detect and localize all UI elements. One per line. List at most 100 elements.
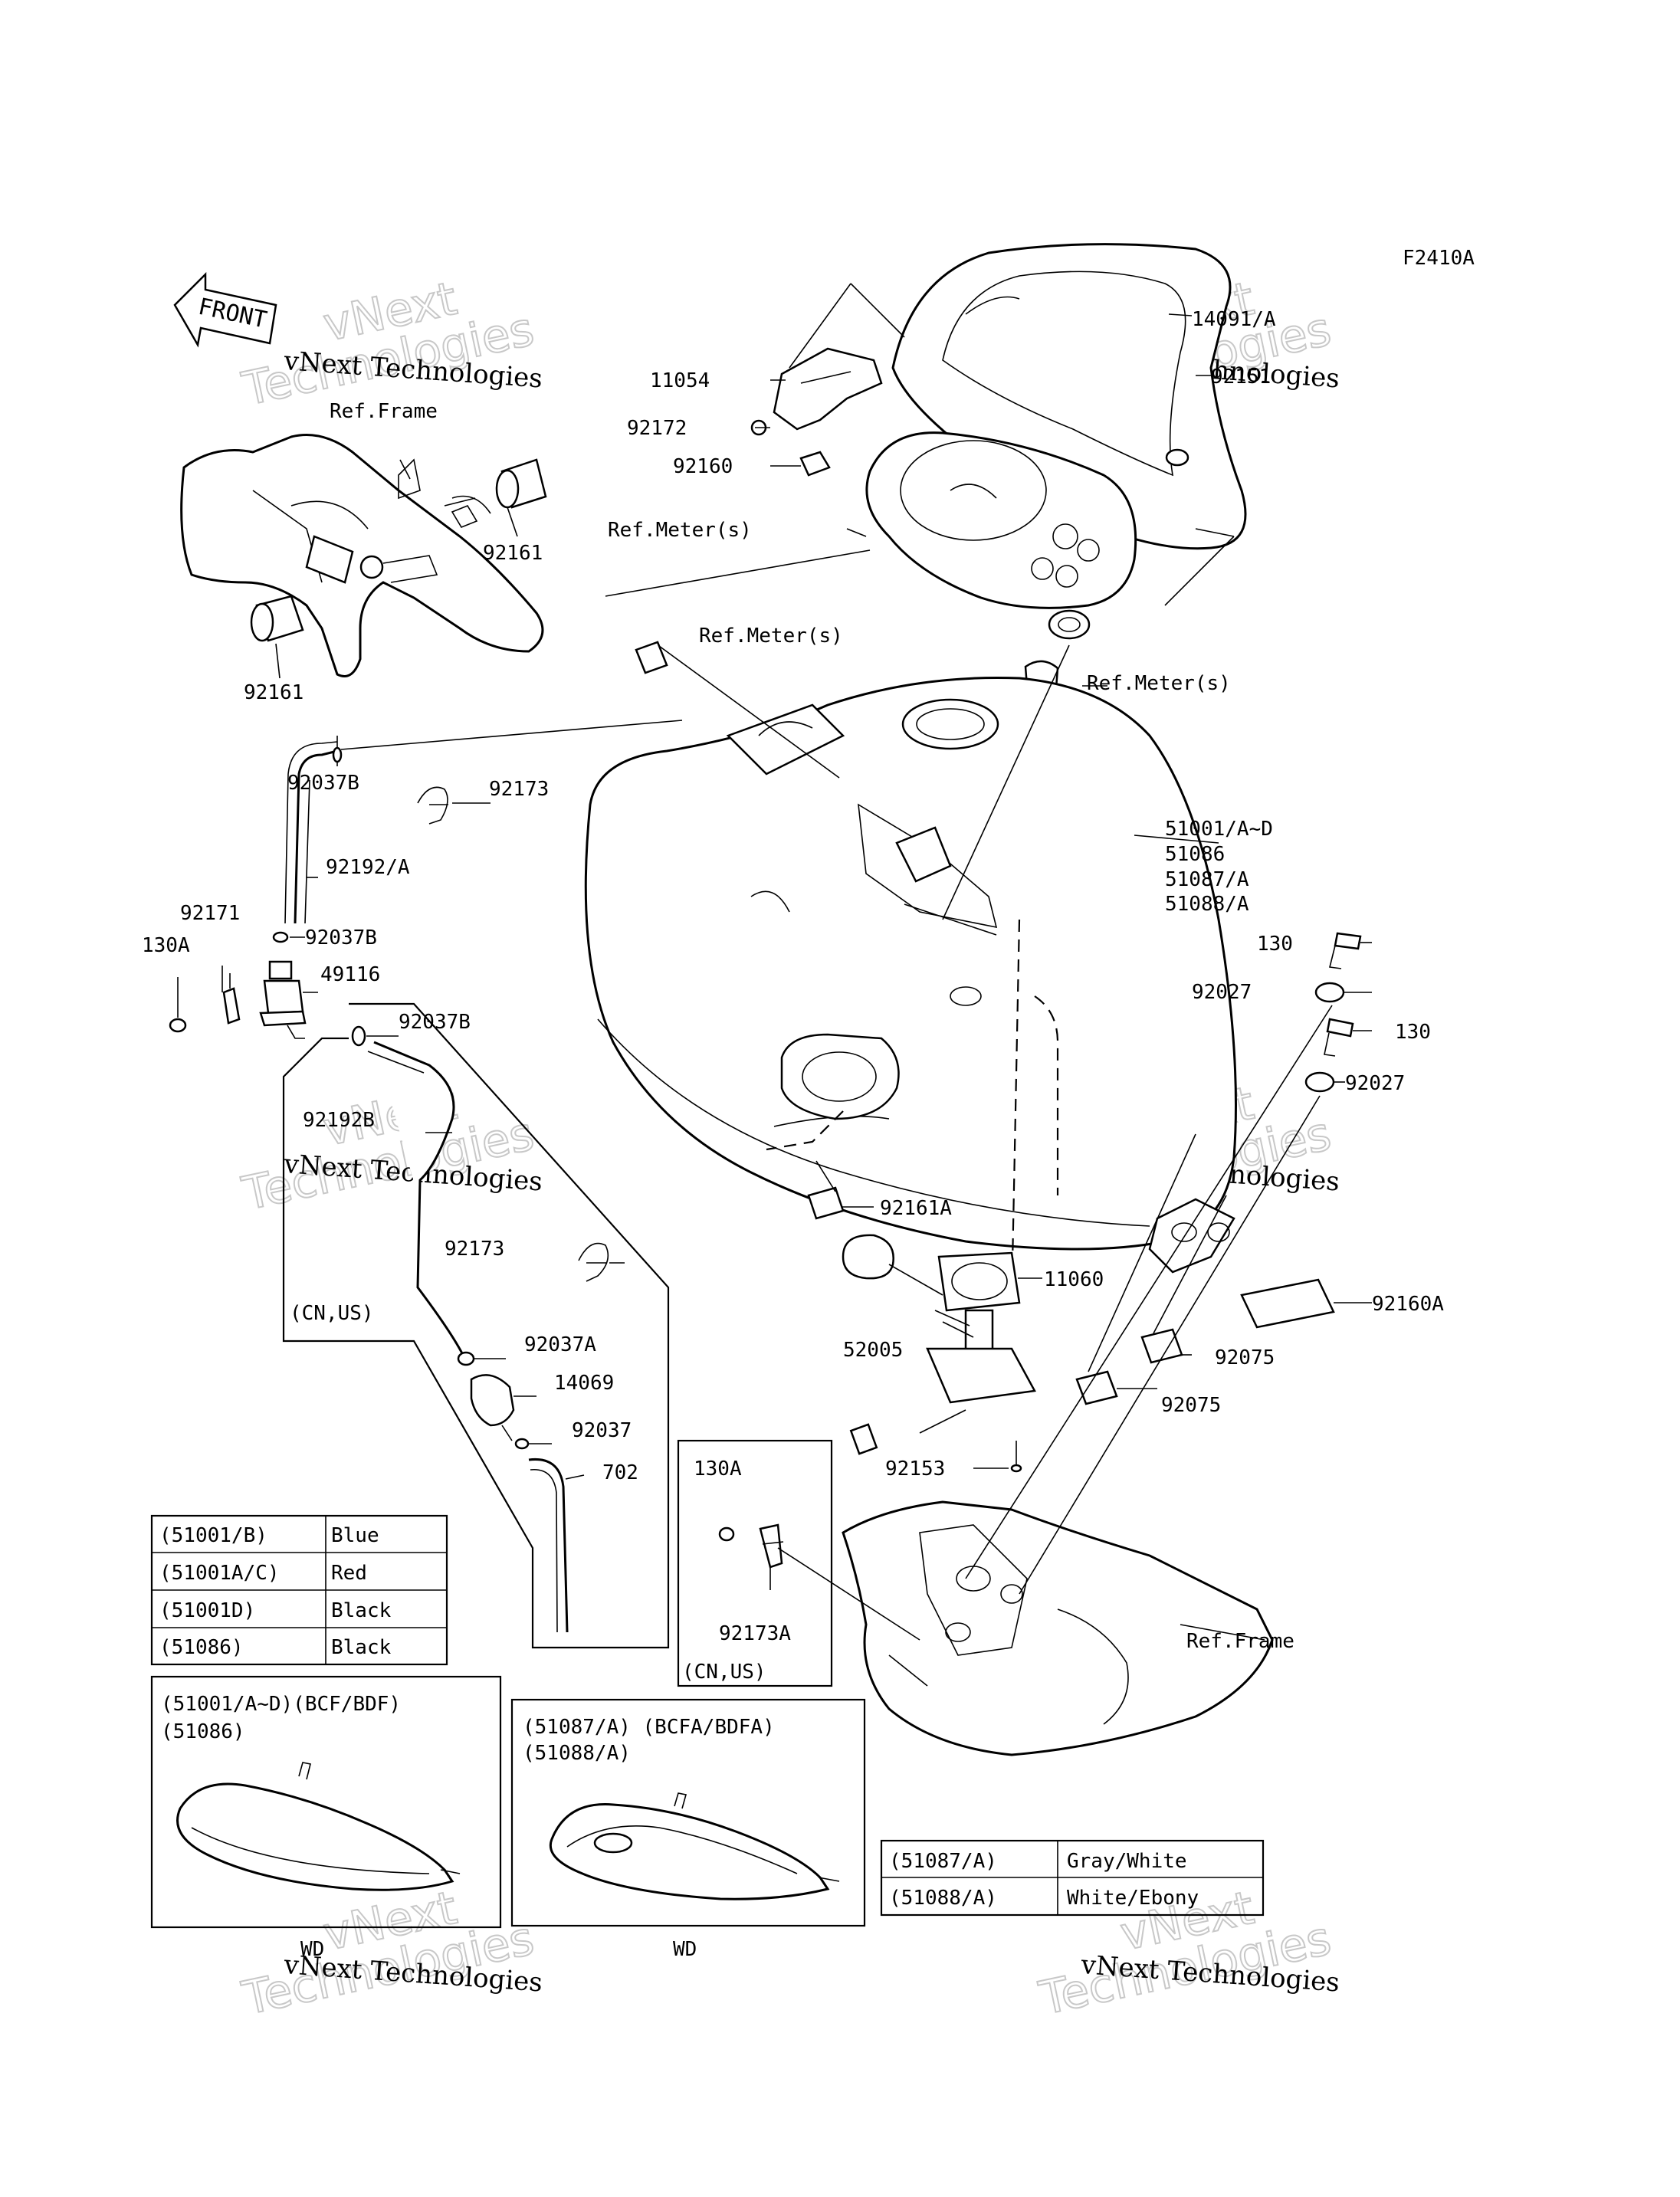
color-table-2: (51087/A) Gray/White (51088/A) White/Ebo… (880, 1839, 1265, 1917)
callout-92027-2: 92027 (1345, 1072, 1405, 1095)
callout-92075-1: 92075 (1215, 1346, 1275, 1369)
clip-92173-lower (578, 1242, 609, 1282)
filter-14069 (470, 1374, 515, 1441)
callout-130-2: 130 (1395, 1021, 1431, 1044)
callout-ref-meter-3: Ref.Meter(s) (1087, 672, 1231, 695)
pad-92160a (1240, 1278, 1335, 1329)
leader-lines (177, 283, 1372, 1641)
callout-92192a: 92192/A (326, 856, 410, 879)
color-table-1-code: (51001D) (159, 1599, 255, 1622)
bracket-11054 (773, 347, 883, 431)
callout-92161-lower: 92161 (244, 681, 304, 704)
damper-92161a (807, 1186, 845, 1220)
callout-92192b: 92192B (303, 1109, 375, 1132)
figure-code: F2410A (1403, 247, 1475, 270)
clip-92173-upper (417, 786, 448, 825)
watermark: Technologies vNext (237, 271, 540, 418)
color-table-1-color: Black (331, 1636, 392, 1659)
callout-92037b-2: 92037B (305, 926, 377, 949)
hose-702 (528, 1458, 569, 1633)
callout-92161-upper: 92161 (483, 542, 543, 565)
callout-92173-lower: 92173 (445, 1238, 504, 1261)
clip-92173a (759, 1523, 784, 1569)
callout-92037a: 92037A (524, 1333, 596, 1356)
callouts: 14091/A 92151 11054 92172 92160 Ref.Mete… (142, 308, 1444, 1684)
callout-51087: 51087/A (1165, 868, 1249, 891)
callout-cn-us-1: (CN,US) (290, 1302, 374, 1325)
callout-92037: 92037 (572, 1419, 632, 1442)
callout-51088: 51088/A (1165, 893, 1249, 916)
frame-top-left-illustration (180, 434, 544, 677)
color-table-2-color: Gray/White (1067, 1850, 1187, 1873)
callout-92173a: 92173A (719, 1622, 791, 1645)
fuel-tank-51001 (584, 676, 1237, 1303)
callout-702: 702 (602, 1461, 638, 1484)
variant-box-1: (51001/A~D)(BCF/BDF) (51086) WD (150, 1675, 502, 1961)
variant-box-2-line2: (51088/A) (523, 1742, 631, 1765)
callout-130a-2: 130A (694, 1458, 742, 1481)
fuel-pump-52005 (842, 1234, 1036, 1455)
variant-box-2-line1: (51087/A) (BCFA/BDFA) (523, 1716, 775, 1739)
hose-92192b (367, 1041, 465, 1357)
variant-box-1-wd: WD (300, 1938, 324, 1961)
callout-51001: 51001/A~D (1165, 818, 1273, 841)
clip-92037b-middle (272, 931, 289, 943)
washer-92027-upper (1314, 982, 1345, 1003)
callout-51086: 51086 (1165, 843, 1225, 866)
callout-11060: 11060 (1044, 1268, 1104, 1291)
bolt-130-upper (1329, 932, 1362, 969)
callout-92153: 92153 (885, 1458, 945, 1481)
watermark: Technologies vNext (237, 1076, 540, 1222)
color-table-2-code: (51087/A) (889, 1850, 997, 1873)
variant-box-1-line1: (51001/A~D)(BCF/BDF) (161, 1693, 401, 1716)
callout-130a-1: 130A (142, 934, 190, 957)
color-table-1-code: (51086) (159, 1636, 244, 1659)
callout-11054: 11054 (650, 369, 710, 392)
clip-92037b-upper (332, 736, 343, 766)
color-table-1-color: Blue (331, 1524, 379, 1547)
clip-92037a (457, 1351, 475, 1366)
callout-49116: 49116 (320, 963, 380, 986)
frame-peg (451, 505, 478, 528)
callout-14091a: 14091/A (1192, 308, 1276, 331)
color-table-2-code: (51088/A) (889, 1887, 997, 1910)
callout-92037b-3: 92037B (399, 1011, 471, 1034)
damper-92160 (799, 451, 831, 477)
screw-92153 (1010, 1441, 1022, 1473)
clip-92037b-lower (351, 1025, 366, 1047)
callout-14069: 14069 (554, 1372, 614, 1395)
callout-130-1: 130 (1257, 933, 1293, 956)
callout-92161a: 92161A (880, 1197, 952, 1220)
clip-92037 (514, 1438, 530, 1450)
callout-92172: 92172 (627, 417, 687, 440)
callout-92173-upper: 92173 (489, 778, 549, 801)
color-table-1-code: (51001/B) (159, 1524, 267, 1547)
callout-52005: 52005 (843, 1339, 903, 1362)
callout-92151: 92151 (1211, 366, 1271, 389)
rubber-damper-92161-lower (250, 595, 304, 642)
callout-92027-1: 92027 (1192, 981, 1252, 1004)
bolt-130a-left (169, 1018, 187, 1033)
callout-ref-frame-2: Ref.Frame (1186, 1630, 1294, 1653)
rubber-damper-92161-upper (495, 458, 547, 509)
valve-49116 (259, 960, 307, 1039)
washer-92027-lower (1304, 1071, 1335, 1093)
hose-92192a (284, 741, 338, 924)
variant-box-1-line2: (51086) (161, 1720, 245, 1743)
bolt-130-lower (1324, 1018, 1354, 1057)
callout-92160a: 92160A (1372, 1293, 1444, 1316)
meter-assembly (865, 431, 1137, 640)
callout-ref-meter-1: Ref.Meter(s) (608, 519, 752, 542)
callout-92160: 92160 (673, 455, 733, 478)
frame-bottom-illustration (842, 1500, 1274, 1756)
color-table-1-color: Black (331, 1599, 392, 1622)
callout-cn-us-2: (CN,US) (682, 1661, 766, 1684)
color-table-1-color: Red (331, 1562, 367, 1585)
color-table-1: (51001/B) Blue (51001A/C) Red (51001D) B… (150, 1514, 448, 1666)
cn-us-box-center (677, 1439, 833, 1687)
bolt-130a-center (718, 1526, 735, 1542)
callout-92037b-1: 92037B (287, 772, 359, 795)
callout-92075-2: 92075 (1161, 1394, 1221, 1417)
color-table-2-color: White/Ebony (1067, 1887, 1199, 1910)
